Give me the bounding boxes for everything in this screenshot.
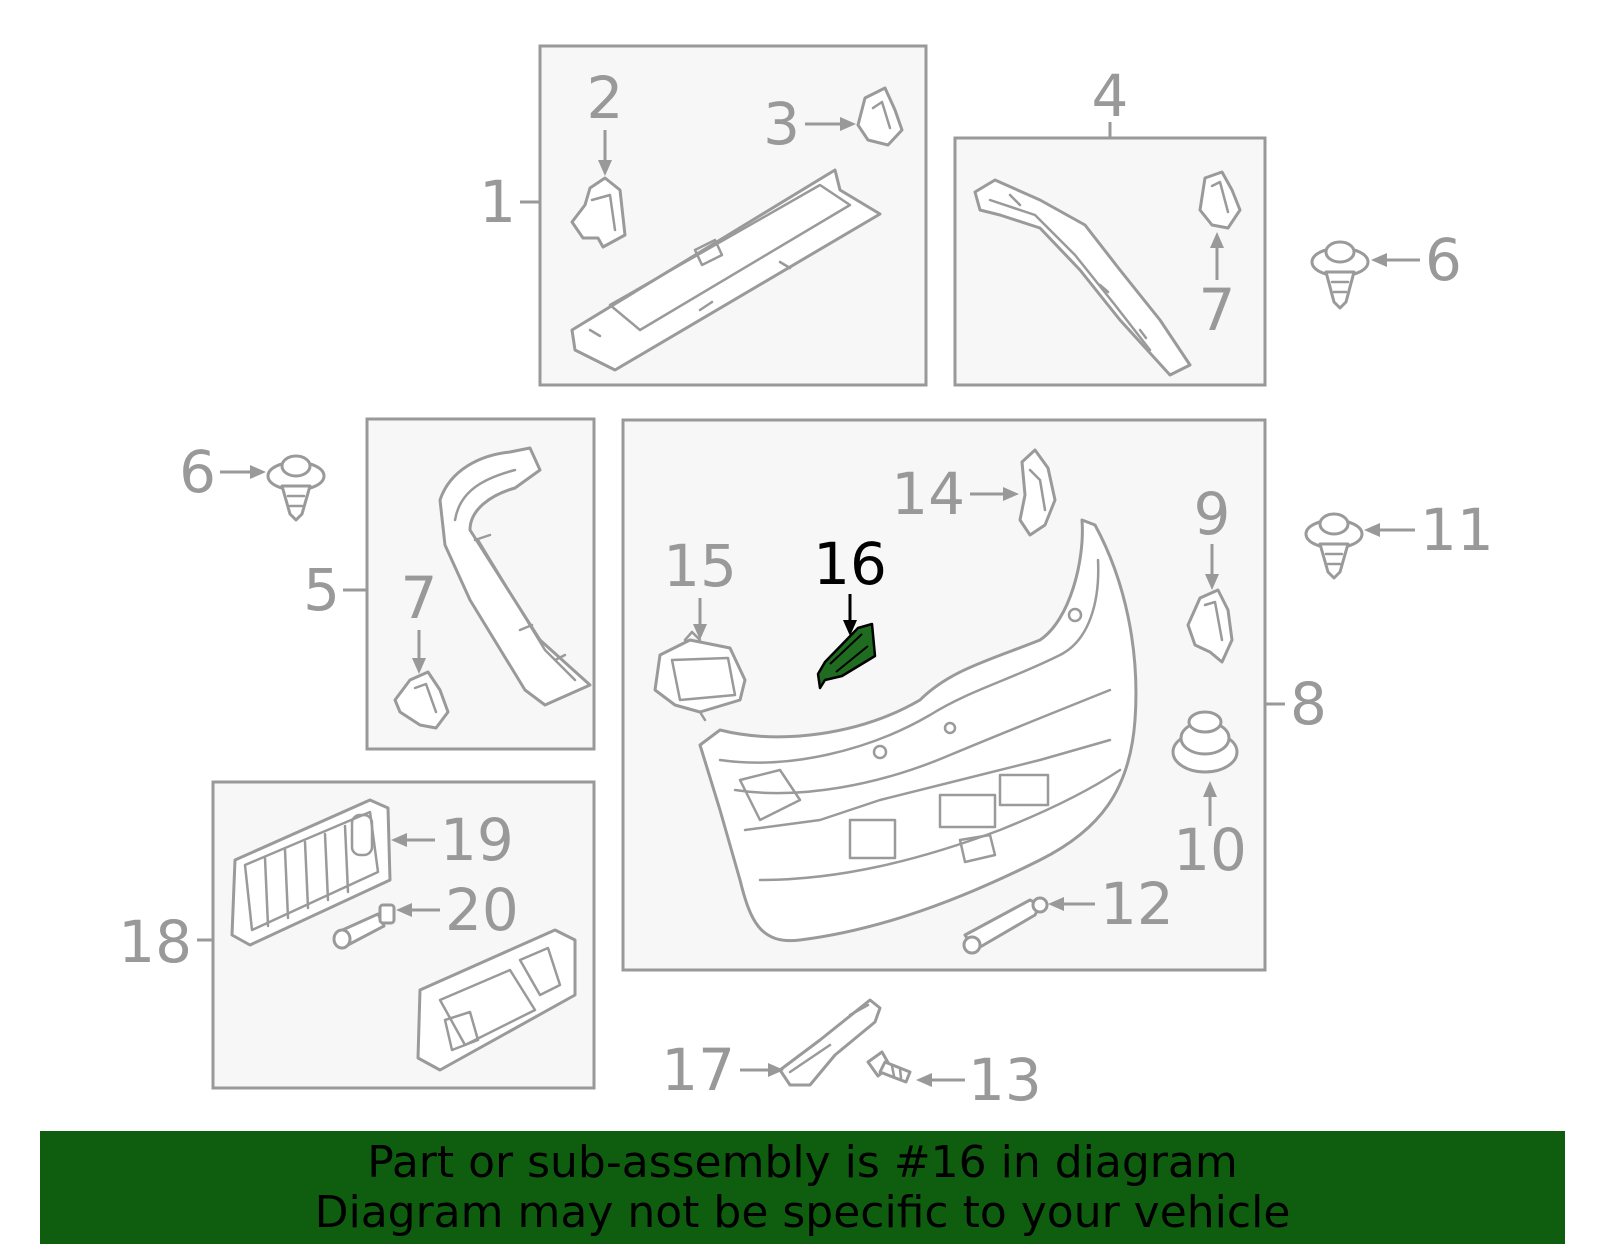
callout-6-right: 6	[1425, 226, 1462, 294]
part-6-push-pin-right	[1310, 240, 1370, 310]
callout-2: 2	[587, 64, 624, 132]
callout-9: 9	[1194, 480, 1231, 548]
part-2-clip	[570, 176, 627, 249]
callout-20: 20	[445, 876, 519, 944]
callout-19: 19	[440, 806, 514, 874]
callout-16: 16	[813, 530, 887, 598]
banner-line-2: Diagram may not be specific to your vehi…	[314, 1186, 1291, 1238]
part-6-push-pin-left	[266, 454, 326, 522]
callout-6-left: 6	[179, 438, 216, 506]
part-19-lens	[230, 798, 392, 947]
part-10-grommet	[1171, 710, 1239, 774]
callout-11: 11	[1420, 496, 1494, 564]
callout-14: 14	[891, 460, 965, 528]
part-3-clip	[856, 86, 904, 147]
callout-7-left: 7	[401, 564, 438, 632]
part-9-clip	[1186, 588, 1234, 664]
callout-18: 18	[118, 908, 192, 976]
group-box-18	[211, 780, 596, 1090]
part-17-handle	[778, 998, 882, 1087]
part-16-highlighted	[816, 622, 877, 690]
part-11-push-pin	[1304, 512, 1364, 580]
part-8-liftgate-trim	[698, 518, 1138, 943]
part-7-clip-left	[393, 670, 450, 730]
callout-15: 15	[663, 532, 737, 600]
callout-10: 10	[1173, 816, 1247, 884]
part-18-lamp-assembly	[416, 928, 577, 1072]
callout-12: 12	[1100, 870, 1174, 938]
callout-13: 13	[968, 1046, 1042, 1114]
part-14-bracket	[1018, 448, 1057, 537]
info-banner: Part or sub-assembly is #16 in diagram D…	[40, 1131, 1565, 1244]
part-7-clip-top	[1198, 170, 1242, 230]
part-5-d-pillar-trim	[438, 446, 592, 707]
part-20-bulb	[332, 903, 396, 950]
part-4-pillar-trim	[973, 178, 1192, 377]
part-1-upper-trim-panel	[570, 168, 882, 372]
callout-4: 4	[1092, 62, 1129, 130]
part-12-rod	[962, 896, 1049, 955]
banner-line-1: Part or sub-assembly is #16 in diagram	[367, 1136, 1238, 1188]
callout-3: 3	[763, 90, 800, 158]
callout-1: 1	[479, 168, 516, 236]
callout-17: 17	[661, 1036, 735, 1104]
callout-7-top: 7	[1199, 276, 1236, 344]
callout-8: 8	[1290, 670, 1327, 738]
callout-5: 5	[303, 556, 340, 624]
part-13-screw	[866, 1050, 912, 1084]
part-15-light-housing	[653, 630, 747, 722]
